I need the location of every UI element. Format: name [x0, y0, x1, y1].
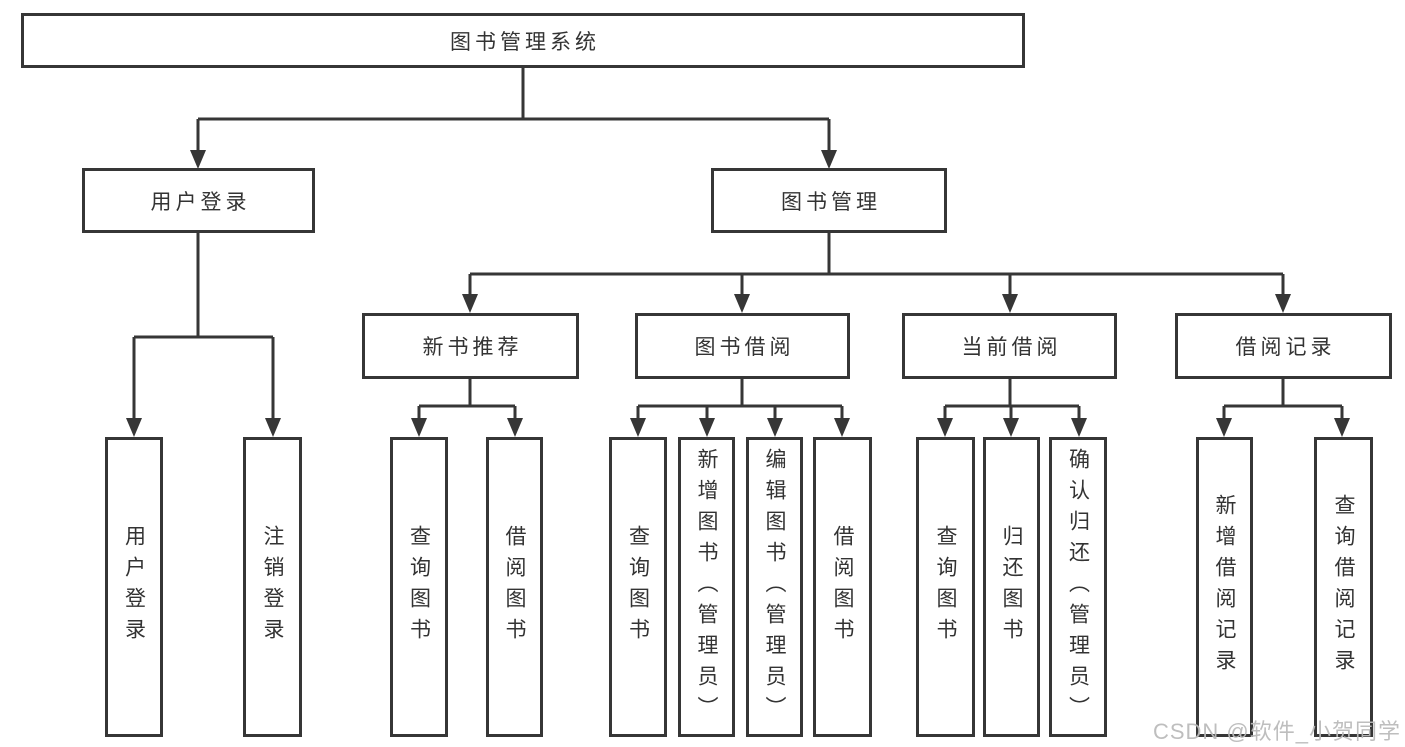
leaf-query-books-recommend: 查询图书	[390, 437, 448, 737]
arrowhead-to-new-book-recommend	[462, 294, 478, 313]
arrowhead-to-leaf-logout	[265, 418, 281, 437]
leaf-label: 编辑图书（管理员）	[763, 447, 786, 727]
leaf-label: 查询图书	[934, 525, 957, 649]
connector-root-trunk	[196, 68, 831, 152]
arrowhead-to-user-login	[190, 150, 206, 169]
node-book-management: 图书管理	[711, 168, 947, 233]
watermark: CSDN @软件_小贺同学	[1152, 719, 1401, 744]
leaf-return-book: 归还图书	[983, 437, 1040, 737]
connector-borrow-leaves	[636, 379, 844, 420]
leaf-query-books-borrow: 查询图书	[609, 437, 667, 737]
node-user-login: 用户登录	[82, 168, 315, 233]
leaf-query-borrow-record: 查询借阅记录	[1314, 437, 1373, 737]
arrowhead-recommend-leaf-1	[411, 418, 427, 437]
leaf-query-books-current: 查询图书	[916, 437, 975, 737]
leaf-label: 查询图书	[407, 525, 431, 649]
node-label: 用户登录	[150, 190, 251, 214]
node-root: 图书管理系统	[21, 13, 1025, 68]
leaf-confirm-return-admin: 确认归还（管理员）	[1049, 437, 1107, 737]
arrowhead-borrow-leaf-1	[630, 418, 646, 437]
arrowhead-to-leaf-user-login	[126, 418, 142, 437]
arrowhead-borrow-leaf-4	[834, 418, 850, 437]
node-label: 图书管理	[781, 190, 881, 214]
arrowhead-current-leaf-3	[1071, 418, 1087, 437]
leaf-borrow-books-recommend: 借阅图书	[486, 437, 543, 737]
arrowhead-recommend-leaf-2	[507, 418, 523, 437]
leaf-label: 借阅图书	[503, 525, 526, 649]
node-label: 新书推荐	[422, 336, 523, 359]
connector-book-branch	[468, 233, 1285, 296]
leaf-logout: 注销登录	[243, 437, 302, 737]
leaf-label: 注销登录	[261, 525, 284, 649]
leaf-borrow-books: 借阅图书	[813, 437, 872, 737]
arrowhead-current-leaf-2	[1003, 418, 1019, 437]
leaf-label: 确认归还（管理员）	[1066, 447, 1090, 727]
arrowhead-borrow-leaf-3	[767, 418, 783, 437]
node-label: 借阅记录	[1235, 336, 1336, 359]
leaf-label: 借阅图书	[831, 525, 854, 649]
arrowhead-records-leaf-2	[1334, 418, 1350, 437]
leaf-label: 查询图书	[626, 525, 650, 649]
node-borrow-records: 借阅记录	[1175, 313, 1392, 379]
connector-current-leaves	[943, 379, 1081, 420]
node-book-borrow: 图书借阅	[635, 313, 850, 379]
leaf-add-book-admin: 新增图书（管理员）	[678, 437, 735, 737]
leaf-label: 归还图书	[1000, 525, 1023, 649]
leaf-label: 查询借阅记录	[1332, 494, 1355, 680]
arrowhead-borrow-leaf-2	[699, 418, 715, 437]
arrowhead-to-current-borrow	[1002, 294, 1018, 313]
leaf-label: 新增图书（管理员）	[695, 447, 718, 727]
connector-recommend-leaves	[417, 379, 517, 420]
node-current-borrow: 当前借阅	[902, 313, 1117, 379]
connector-user-branch	[132, 233, 275, 420]
node-new-book-recommend: 新书推荐	[362, 313, 579, 379]
arrowhead-records-leaf-1	[1216, 418, 1232, 437]
connector-records-leaves	[1222, 379, 1344, 420]
leaf-user-login: 用户登录	[105, 437, 163, 737]
leaf-label: 用户登录	[122, 525, 146, 649]
leaf-label: 新增借阅记录	[1213, 494, 1236, 680]
leaf-add-borrow-record: 新增借阅记录	[1196, 437, 1253, 737]
node-label: 当前借阅	[961, 336, 1062, 359]
node-label: 图书借阅	[694, 336, 795, 359]
arrowhead-to-book-management	[821, 150, 837, 169]
arrowhead-current-leaf-1	[937, 418, 953, 437]
arrowhead-to-book-borrow	[734, 294, 750, 313]
arrowhead-to-borrow-records	[1275, 294, 1291, 313]
node-label: 图书管理系统	[450, 30, 600, 54]
leaf-edit-book-admin: 编辑图书（管理员）	[746, 437, 803, 737]
